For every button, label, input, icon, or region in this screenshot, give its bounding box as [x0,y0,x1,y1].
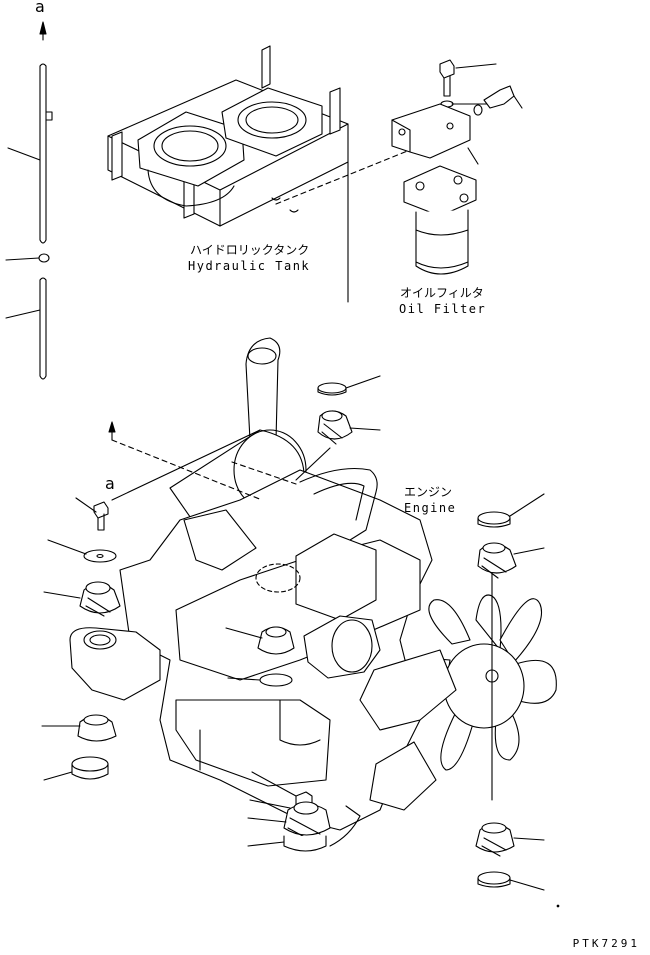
engine [70,338,432,830]
dipstick-assembly [6,22,52,379]
cooling-fan [360,562,556,810]
oil-filter [392,60,522,274]
arrow-up-icon [40,22,46,34]
hydraulic-tank-label-jp: ハイドロリックタンク [190,243,310,257]
hydraulic-tank [108,46,410,302]
engine-label-jp: エンジン [404,485,453,499]
reference-mark-middle: a [105,474,115,493]
arrow-up-icon [109,422,115,432]
engine-label-en: Engine [404,501,457,515]
oil-filter-label-jp: オイルフィルタ [400,286,484,300]
reference-mark-top: a [35,0,45,16]
drawing-code: PTK7291 [572,937,640,950]
mount-parts [42,376,544,890]
hydraulic-tank-label-en: Hydraulic Tank [188,259,311,273]
oil-filter-label-en: Oil Filter [399,302,487,316]
